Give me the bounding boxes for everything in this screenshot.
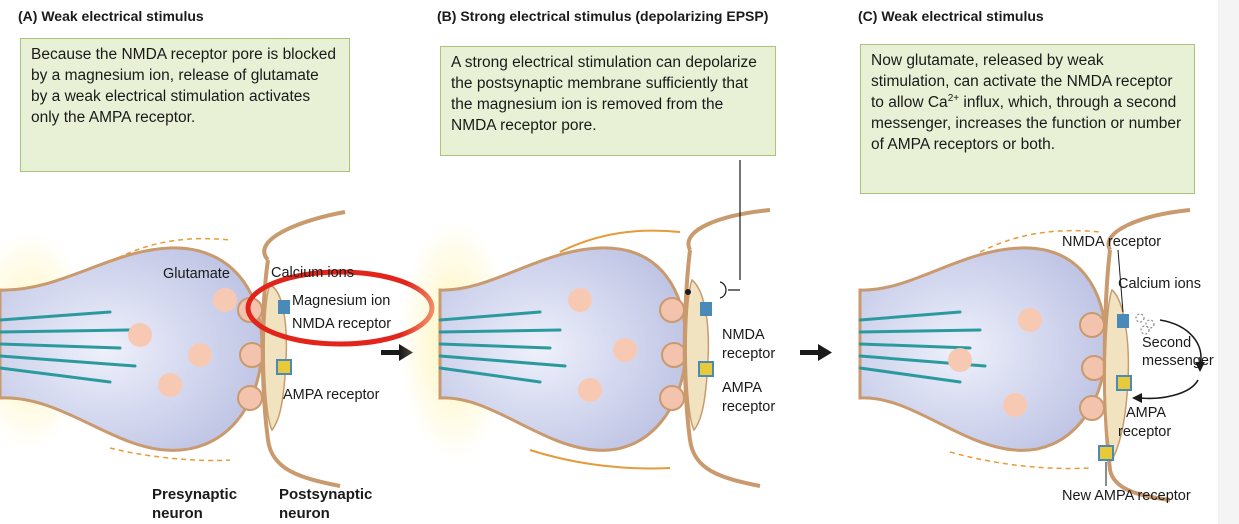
messenger-arrowhead-top [1195,362,1205,372]
label-ampa-c-line2: receptor [1118,424,1172,440]
nmda-receptor-b [700,302,712,316]
panel-b-note: A strong electrical stimulation can depo… [440,46,776,156]
postsynaptic-membrane-b [682,208,771,488]
panel-b-title: (B) Strong electrical stimulus (depolari… [437,8,769,24]
flow-bottom-c [949,451,1091,470]
ampa-receptor-c [1116,375,1132,391]
label-postsynaptic: Postsynaptic [279,486,373,503]
label-nmda-receptor-a: NMDA receptor [292,316,392,332]
free-vesicles-c [948,308,1042,417]
label-nmda-b-line2: receptor [722,346,776,362]
label-presynaptic-neuron: neuron [152,505,203,522]
label-ampa-c-line1: AMPA [1126,405,1167,421]
panel-c-note-after: influx, which, through a second messenge… [871,94,1182,153]
page-edge-strip [1218,0,1239,524]
nmda-receptor-c [1117,314,1129,328]
presynaptic-terminal-c [858,246,1108,452]
new-ampa-receptor-c [1098,445,1114,461]
panel-c-artwork [858,208,1205,502]
magnesium-ion-b [685,289,691,295]
label-nmda-b-line1: NMDA [722,327,765,343]
nmda-receptor-a [278,300,290,314]
messenger-arrow-top [1159,319,1202,366]
messenger-arrow-bottom [1139,379,1199,400]
docked-vesicles-c [1079,312,1107,421]
label-new-ampa-receptor: New AMPA receptor [1062,488,1191,504]
panel-a-note: Because the NMDA receptor pore is blocke… [20,38,350,172]
flow-bottom-a [109,447,231,462]
label-magnesium-ion: Magnesium ion [292,293,391,309]
panel-c-note-sup: 2+ [947,92,960,104]
axon-filaments-b [438,310,567,384]
label-presynaptic: Presynaptic [152,486,238,503]
flow-bottom-b [529,449,671,470]
docked-vesicles-b [659,297,687,411]
callout-brace-b [719,281,740,299]
panel-a-title: (A) Weak electrical stimulus [18,8,204,24]
label-calcium-ions-a: Calcium ions [271,265,354,281]
panel-c-note-before: Now glutamate, released by weak stimulat… [871,52,1173,111]
label-postsynaptic-neuron: neuron [279,505,330,522]
calcium-influx [1135,313,1155,335]
messenger-arrowhead-bottom [1132,393,1142,403]
leader-nmda-c [1117,249,1124,313]
panel-b-artwork [400,160,771,488]
axon-filaments-c [858,310,987,384]
label-ampa-b-line2: receptor [722,399,776,415]
postsynaptic-membrane [260,210,346,488]
flow-top-a [109,237,231,263]
label-glutamate: Glutamate [163,266,230,282]
arrow-b-to-c [800,344,832,361]
flow-top-b [559,229,681,253]
free-vesicles-b [568,288,637,402]
ampa-receptor-b [698,361,714,377]
panel-c-title: (C) Weak electrical stimulus [858,8,1044,24]
label-second-messenger-line1: Second [1142,335,1192,351]
label-nmda-receptor-c: NMDA receptor [1062,234,1162,250]
panel-c-note: Now glutamate, released by weak stimulat… [860,44,1195,194]
flow-top-c [979,229,1101,253]
label-ampa-receptor-a: AMPA receptor [283,387,380,403]
label-second-messenger-line2: messenger [1142,353,1214,369]
label-ampa-b-line1: AMPA [722,380,763,396]
label-calcium-ions-c: Calcium ions [1118,276,1201,292]
panel-a-artwork [0,210,435,488]
axon-filaments [0,310,137,384]
ampa-receptor-a [276,359,292,375]
free-vesicles [128,288,237,397]
